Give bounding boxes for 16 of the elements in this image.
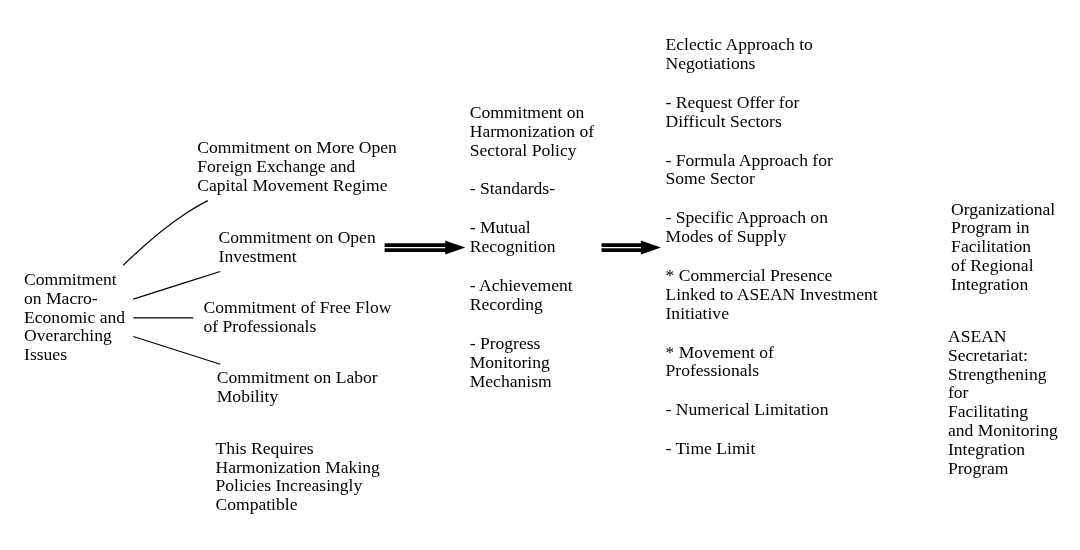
connector <box>122 199 209 266</box>
node-text: Commitment on Macro-Economic and Overarching Issues <box>24 268 126 364</box>
node-text: Commitment on More Open Foreign Exchange and Capital Movement Regime <box>197 136 397 195</box>
node-text: Commitment on Harmonization of Sectoral Policy - Standards- - Mutual Recognition - Achievement Recording - Progress Monitoring Mechanism <box>469 101 595 391</box>
node-text: Commitment of Free Flow of Professionals <box>203 296 392 336</box>
label: ASEAN Secretariat: Strengthening for Facilitating and Monitoring Integration Program <box>947 325 1058 478</box>
connector <box>132 270 221 300</box>
node-text: Commitment on Open Investment <box>218 226 376 266</box>
connector <box>132 335 221 365</box>
label: This Requires Harmonization Making Policies Increasingly Compatible <box>215 437 380 514</box>
arrow <box>384 240 466 255</box>
node-text: Commitment on Labor Mobility <box>216 366 378 406</box>
label: Organizational Program in Facilitation of Regional Integration <box>951 198 1056 294</box>
connector <box>132 316 195 318</box>
arrow <box>601 240 662 255</box>
node-text: Eclectic Approach to Negotiations - Request Offer for Difficult Sectors - Formula Approach for Some Sector - Specific Approach on Modes of Supply * Commercial Presence Linked to ASEAN Investment Initiative * Movement of Professionals - Numerical Limitation - Time Limit <box>665 33 878 458</box>
